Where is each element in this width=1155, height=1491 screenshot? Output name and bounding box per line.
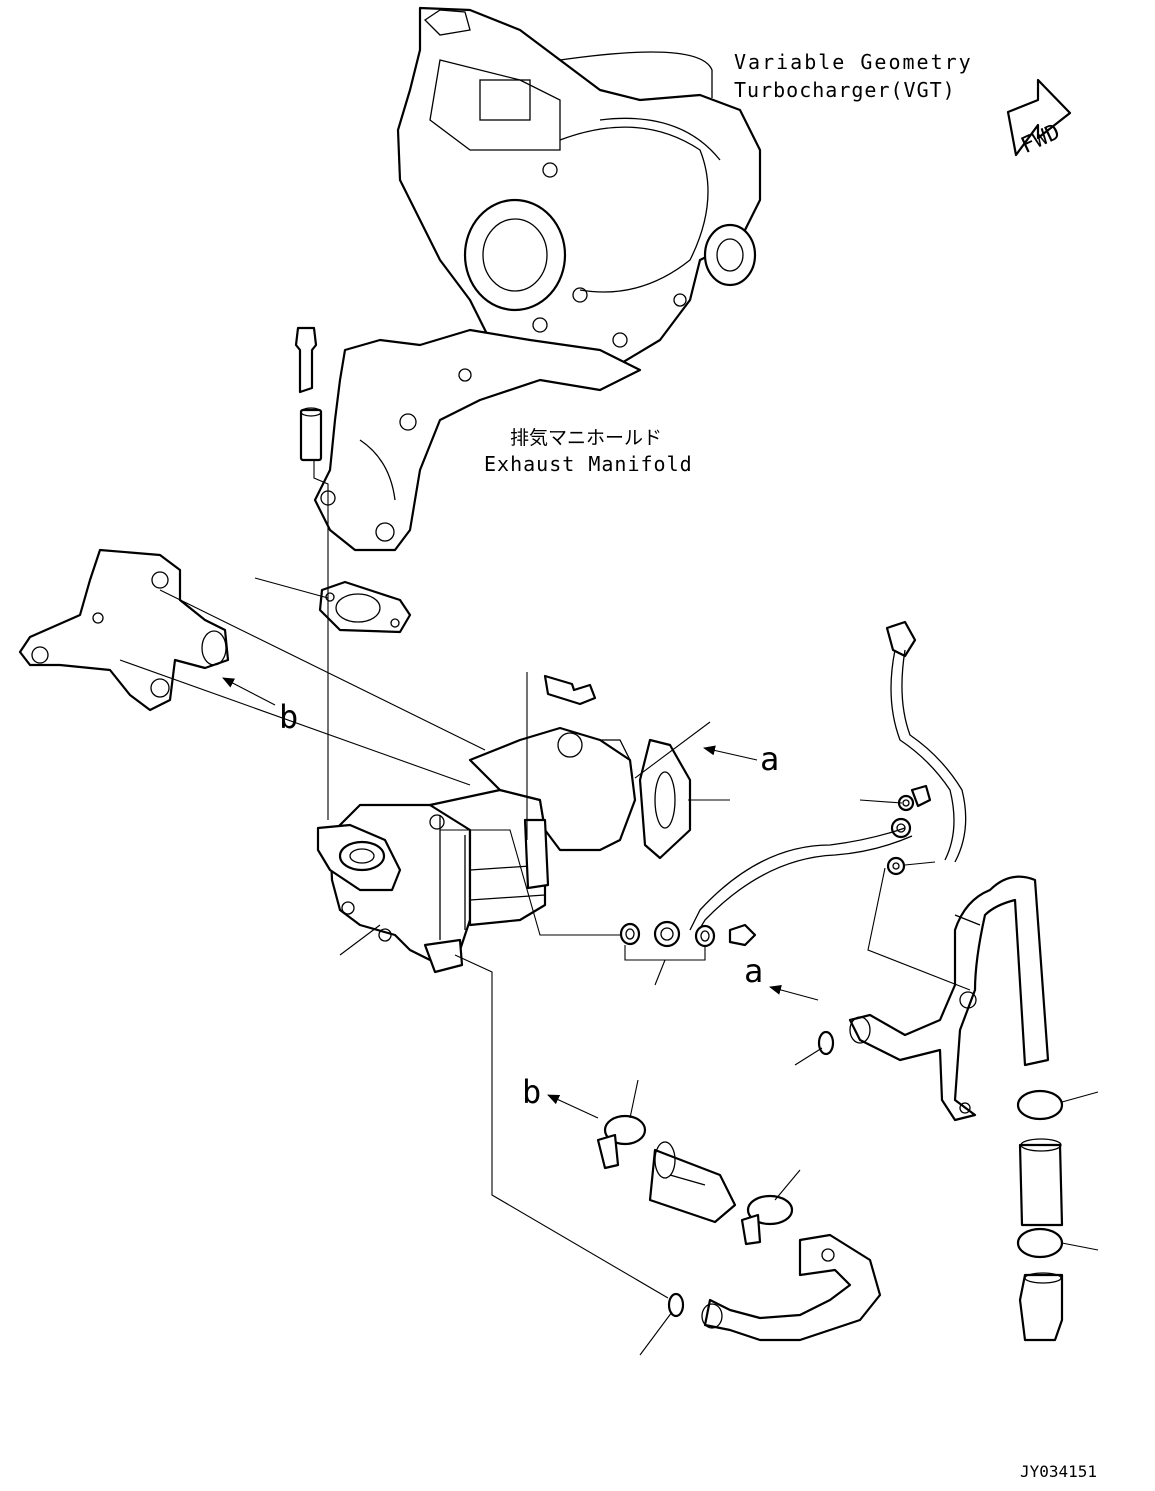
reference-label-a-upper: a	[760, 740, 779, 778]
banjo-fitting-part	[619, 920, 757, 948]
forward-direction-arrow-icon: FWD	[1006, 78, 1072, 159]
cooler-bolt-part	[543, 674, 597, 706]
vgt-label-line2: Turbocharger(VGT)	[734, 78, 956, 102]
gasket-right-part	[638, 738, 692, 860]
o-ring-lower-part	[667, 1292, 685, 1318]
water-outlet-fitting-part	[18, 548, 230, 712]
egr-cooler-part	[316, 726, 637, 974]
hose-clamp-lower-part	[596, 1114, 647, 1170]
water-pipe-part	[848, 875, 1050, 1122]
exhaust-manifold-part	[313, 328, 642, 552]
reference-label-b-lower: b	[522, 1073, 541, 1111]
hose-clamp-mid-part	[740, 1194, 794, 1246]
stud-bolt-part	[294, 326, 323, 462]
turbocharger-part	[396, 6, 762, 382]
drawing-id-label: JY034151	[1020, 1462, 1097, 1481]
reference-label-a-lower: a	[744, 952, 763, 990]
manifold-label-jp: 排気マニホールド	[510, 427, 662, 449]
hose-clamp-right-upper-part	[1016, 1089, 1064, 1121]
reference-label-b-left: b	[279, 698, 298, 736]
leader-lines	[119, 460, 1099, 1356]
o-ring-part	[817, 1030, 835, 1056]
gasket-upper-part	[318, 580, 412, 634]
vgt-label-line1: Variable Geometry	[734, 50, 973, 74]
reference-arrow-icon	[222, 677, 819, 1119]
lower-pipe-part	[701, 1233, 882, 1342]
elbow-right-part	[1018, 1272, 1064, 1342]
rubber-hose-right-part	[1018, 1138, 1064, 1227]
manifold-label-en: Exhaust Manifold	[484, 452, 693, 476]
rubber-hose-lower-part	[648, 1141, 737, 1224]
pipe-assembly-upper-part	[689, 620, 967, 936]
hose-clamp-right-lower-part	[1016, 1227, 1064, 1259]
